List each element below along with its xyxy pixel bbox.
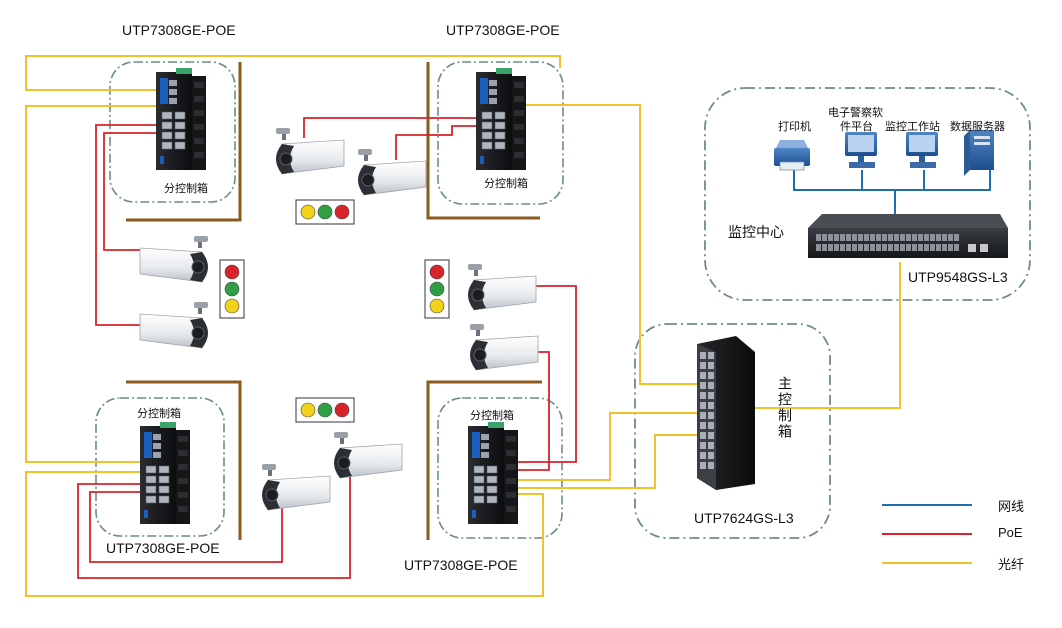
data-server-label: 数据服务器 <box>950 121 1005 133</box>
main-box-label: 主控制箱 <box>777 376 793 440</box>
poe-lines <box>77 117 577 579</box>
camera-left-2 <box>139 302 208 349</box>
camera-bottom-1 <box>334 432 403 479</box>
switch-label-bottom-left: UTP7308GE-POE <box>106 540 220 556</box>
sub-box-outline-bottom-left <box>95 397 225 537</box>
sub-box-label-top-right: 分控制箱 <box>484 178 528 190</box>
camera-right-1 <box>468 264 537 311</box>
center-switch <box>808 214 1008 258</box>
center-switch-label: UTP9548GS-L3 <box>908 269 1008 285</box>
camera-right-2 <box>470 324 539 371</box>
sub-box-outline-top-left <box>109 61 236 203</box>
switch-label-top-left: UTP7308GE-POE <box>122 22 236 38</box>
traffic-light-top <box>295 199 355 225</box>
sub-box-label-bottom-right: 分控制箱 <box>470 410 514 422</box>
camera-bottom-2 <box>262 464 331 511</box>
legend-network-label: 网线 <box>998 499 1025 514</box>
data-server-icon <box>964 130 994 176</box>
poe-switch-top-left <box>156 68 206 170</box>
poe-switch-bottom-left <box>140 422 190 524</box>
legend-fiber-label: 光纤 <box>998 557 1025 572</box>
switch-label-top-right: UTP7308GE-POE <box>446 22 560 38</box>
main-box-outline <box>634 323 831 539</box>
sub-box-outline-top-right <box>437 61 564 205</box>
sub-box-label-bottom-left: 分控制箱 <box>137 408 181 420</box>
police-platform-label-line2: 件平台 <box>840 121 873 133</box>
legend-poe-label: PoE <box>998 525 1023 540</box>
printer-label: 打印机 <box>778 121 811 133</box>
monitor-center-label: 监控中心 <box>728 224 784 240</box>
legend-lines <box>882 504 972 564</box>
sub-box-outline-bottom-right <box>437 397 563 539</box>
switch-label-bottom-right: UTP7308GE-POE <box>404 557 518 573</box>
police-platform-label-line1: 电子警察软 <box>828 107 883 119</box>
core-switch-label: UTP7624GS-L3 <box>694 510 794 526</box>
fiber-lines <box>25 55 901 597</box>
traffic-light-left <box>219 259 245 319</box>
pole-frames <box>126 62 542 540</box>
camera-top-2 <box>358 149 427 196</box>
workstation-label: 监控工作站 <box>885 121 940 133</box>
police-software-pc-icon <box>845 132 877 168</box>
monitor-center-outline <box>704 87 1031 301</box>
core-switch <box>697 336 755 490</box>
network-lines <box>793 170 991 214</box>
traffic-light-right <box>424 259 450 319</box>
camera-top-1 <box>276 128 345 175</box>
poe-switch-bottom-right <box>468 422 518 524</box>
workstation-pc-icon <box>906 132 938 168</box>
traffic-light-bottom <box>295 397 355 423</box>
poe-switch-top-right <box>476 68 526 170</box>
camera-left-1 <box>139 236 208 283</box>
sub-box-label-top-left: 分控制箱 <box>164 183 208 195</box>
printer-icon <box>774 140 810 171</box>
